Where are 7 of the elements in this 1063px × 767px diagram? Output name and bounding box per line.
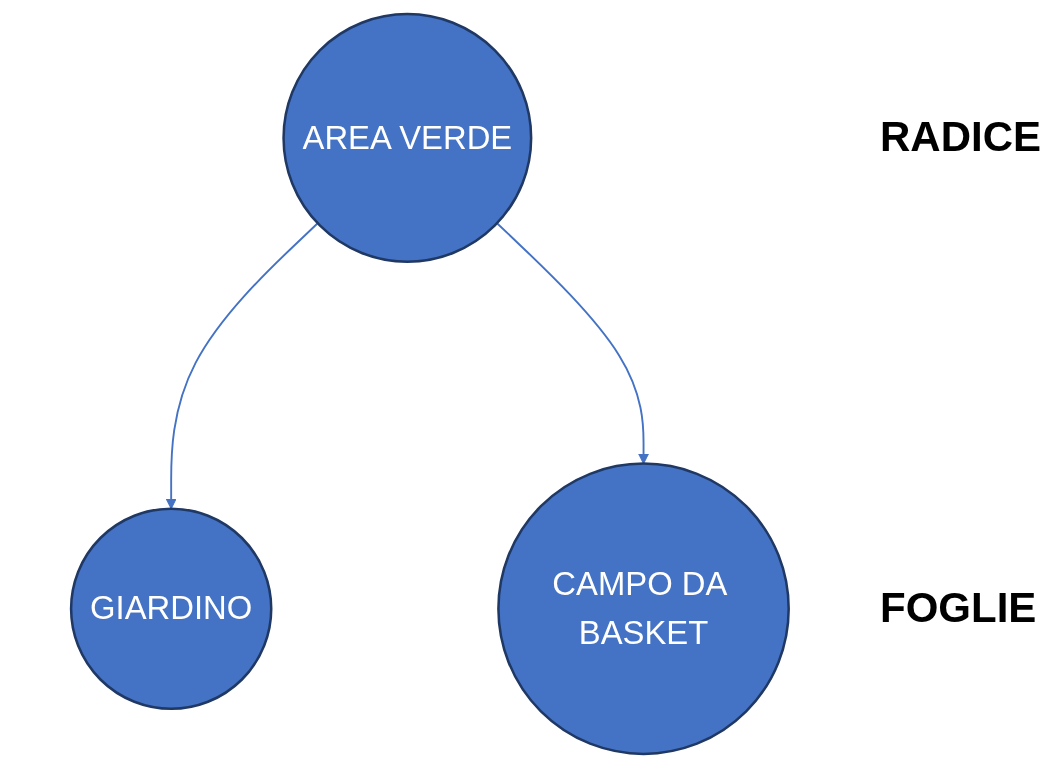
node-circle: AREA VERDE bbox=[282, 12, 533, 263]
level-label: FOGLIE bbox=[880, 584, 1037, 633]
node-circle: GIARDINO bbox=[69, 506, 273, 710]
level-label: RADICE bbox=[880, 113, 1041, 162]
arrow bbox=[165, 221, 319, 509]
arrow bbox=[496, 221, 650, 464]
node-circle: CAMPO DA BASKET bbox=[497, 461, 791, 755]
